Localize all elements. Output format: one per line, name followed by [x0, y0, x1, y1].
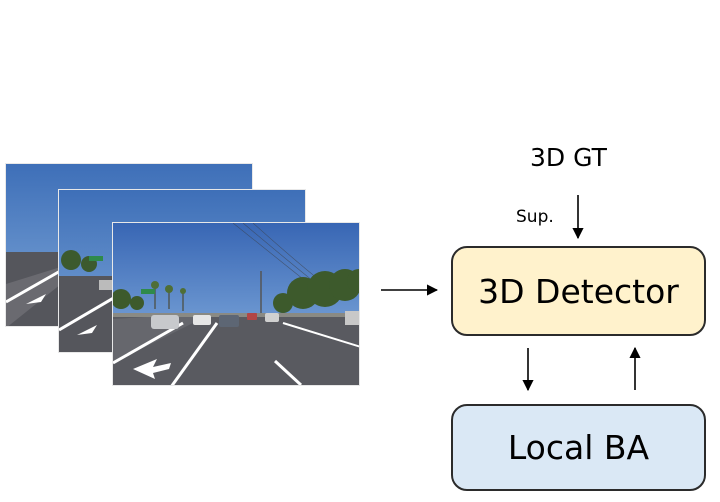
gt-label: 3D GT — [530, 143, 607, 172]
road-scene-photo-icon — [113, 223, 359, 385]
sup-label: Sup. — [516, 207, 554, 227]
frame-image-3 — [112, 222, 360, 386]
local-ba-box: Local BA — [451, 404, 706, 491]
detector-label: 3D Detector — [478, 271, 679, 311]
detector-box: 3D Detector — [451, 246, 706, 336]
local-ba-label: Local BA — [507, 428, 650, 467]
